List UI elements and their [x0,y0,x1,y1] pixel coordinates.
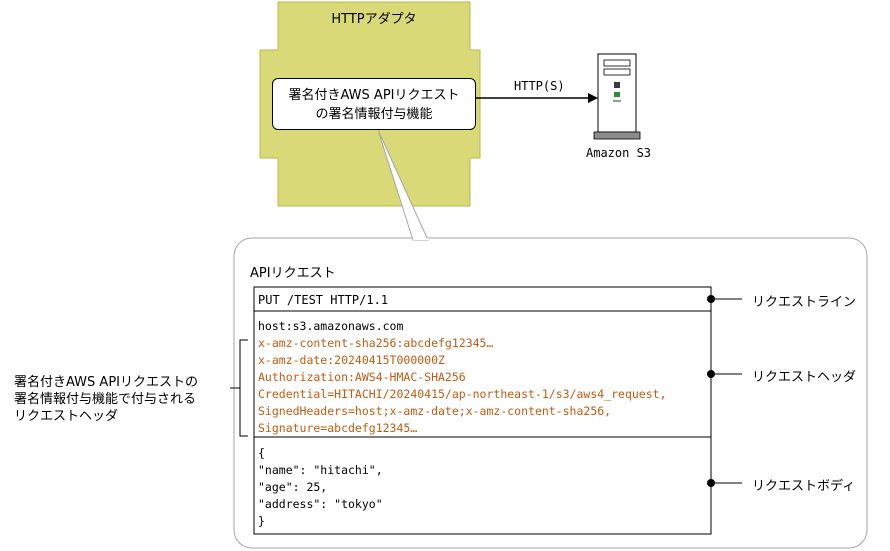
signing-function-box [272,78,476,130]
signed-header-line: x-amz-date:20240415T000000Z [258,353,445,367]
http-protocol-label: HTTP(S) [514,79,565,93]
signed-header-line: Authorization:AWS4-HMAC-SHA256 [258,370,466,384]
signed-header-annotation-line1: 署名付きAWS APIリクエストの [14,375,198,390]
http-adapter-title: HTTPアダプタ [331,12,417,27]
server-icon [593,53,641,140]
signed-header-bracket [230,339,248,437]
request-body-label: リクエストボディ [752,479,856,494]
label-connectors [711,298,742,484]
signed-header-annotation-line2: 署名情報付与機能で付与される [14,392,197,407]
request-header-label: リクエストヘッダ [752,370,857,385]
request-body-dot [707,479,715,487]
amazon-s3-label: Amazon S3 [586,146,652,160]
body-line: "address": "tokyo" [258,497,383,511]
api-request-title: APIリクエスト [250,266,336,281]
signing-function-label-line1: 署名付きAWS APIリクエスト [288,88,460,103]
request-line-dot [707,295,715,303]
body-line: "name": "hitachi", [258,463,383,477]
signed-header-line: Credential=HITACHI/20240415/ap-northeast… [258,387,667,401]
request-structure-box [253,286,712,535]
body-line: { [258,446,265,460]
header-line: host:s3.amazonaws.com [258,319,404,333]
http-arrow-head [588,93,598,103]
signed-header-annotation-line3: リクエストヘッダ [14,409,119,424]
body-line: "age": 25, [258,480,328,494]
request-line-text: PUT /TEST HTTP/1.1 [258,293,389,307]
request-header-dot [707,370,715,378]
signed-header-line: SignedHeaders=host;x-amz-date;x-amz-cont… [258,404,612,418]
signing-function-label-line2: の署名情報付与機能 [315,107,433,122]
body-line: } [258,514,265,528]
signed-header-line: Signature=abcdefg12345… [258,421,418,435]
request-line-label: リクエストライン [752,295,857,310]
signed-header-line: x-amz-content-sha256:abcdefg12345… [258,336,494,350]
